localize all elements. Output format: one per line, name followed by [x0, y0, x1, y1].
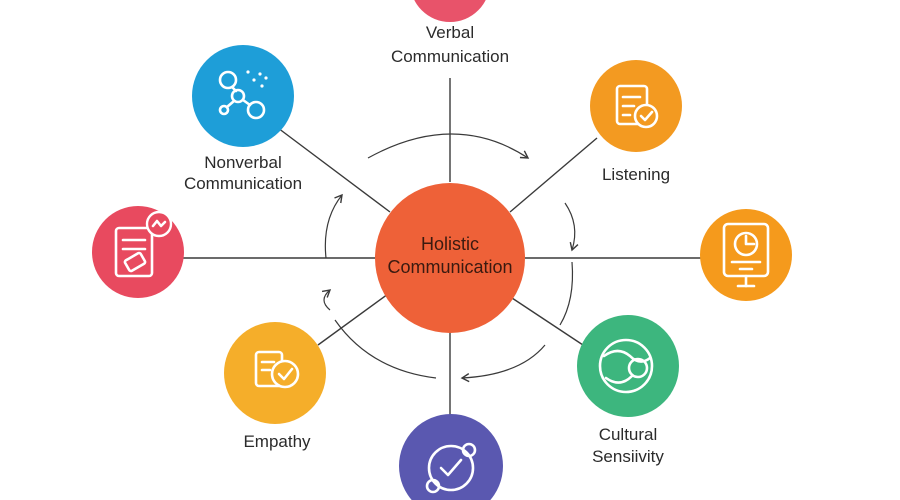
presentation-icon: [722, 222, 770, 288]
center-label-line2: Communication: [387, 257, 512, 277]
orbit-arrow-bottom-left: [334, 319, 437, 379]
document-icon: [114, 210, 173, 278]
verbal-label-line1: Verbal: [426, 23, 474, 42]
spokes: [182, 78, 702, 418]
center-label-line1: Holistic: [421, 234, 479, 254]
listening-label: Listening: [602, 165, 670, 184]
orbit-arrow-left-up: [321, 289, 332, 311]
verbal-label-line2: Communication: [391, 47, 509, 66]
node-bottom: [399, 414, 503, 500]
orbit-arrow-bottom: [460, 344, 546, 383]
cultural-label-line2: Sensiivity: [592, 447, 664, 466]
node-empathy: Empathy: [224, 322, 326, 451]
nonverbal-label-line2: Communication: [184, 174, 302, 193]
spoke-cultural: [511, 297, 587, 348]
spoke-listening: [509, 137, 598, 213]
center-circle: [375, 183, 525, 333]
orbit-arrow-top: [367, 133, 530, 159]
node-document: [92, 206, 184, 298]
globe-icon: [598, 338, 654, 394]
heart-check-icon: [254, 350, 300, 389]
cycle-arrows: [321, 133, 579, 383]
target-check-icon: [425, 442, 477, 494]
spoke-empathy: [317, 293, 389, 346]
cultural-label-line1: Cultural: [599, 425, 658, 444]
checklist-icon: [615, 84, 659, 129]
spoke-nonverbal: [277, 127, 391, 213]
node-presentation: [700, 209, 792, 301]
empathy-label: Empathy: [243, 432, 311, 451]
orbit-arrow-right: [564, 202, 579, 252]
center-hub: Holistic Communication: [375, 183, 525, 333]
network-icon: [218, 70, 268, 120]
orbit-arrow-right-lower: [559, 261, 574, 326]
bottom-circle: [399, 414, 503, 500]
node-verbal: Verbal Communication: [391, 0, 509, 66]
orbit-arrow-left: [324, 193, 343, 259]
node-nonverbal: Nonverbal Communication: [184, 45, 302, 193]
node-cultural: Cultural Sensiivity: [577, 315, 679, 466]
node-listening: Listening: [590, 60, 682, 184]
listening-circle: [590, 60, 682, 152]
verbal-circle: [414, 0, 486, 22]
nonverbal-label-line1: Nonverbal: [204, 153, 282, 172]
